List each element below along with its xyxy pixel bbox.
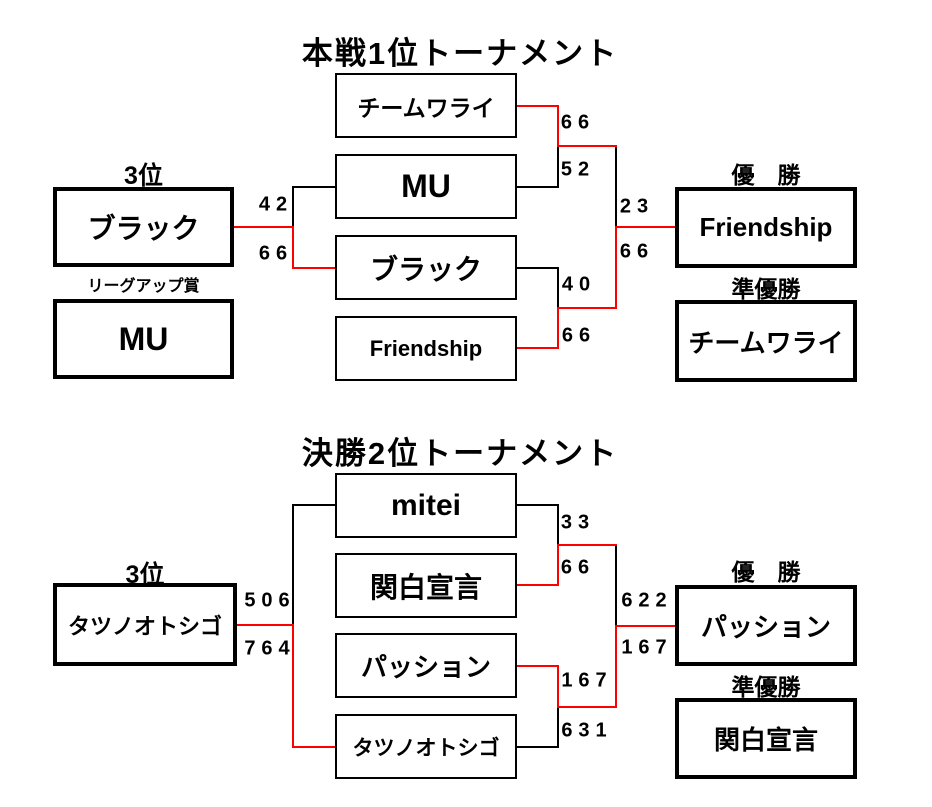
connector-segment [292, 186, 294, 228]
connector-segment [292, 504, 336, 506]
connector-segment [516, 584, 559, 586]
t2-team-box-2: 関白宣言 [335, 553, 517, 618]
t2-third-place-box: タツノオトシゴ [53, 583, 237, 666]
score-label: 52 [560, 158, 596, 181]
connector-segment [292, 504, 294, 626]
connector-segment [292, 267, 336, 269]
connector-segment [557, 665, 559, 708]
connector-segment [615, 544, 617, 627]
score-label: 40 [561, 273, 597, 296]
t2-team-box-1: mitei [335, 473, 517, 538]
t1-third-place-label: 3位 [124, 162, 163, 190]
t1-team-box-2: MU [335, 154, 517, 219]
connector-segment [292, 226, 294, 269]
connector-segment [557, 504, 559, 546]
t2-runnerup-box: 関白宣言 [675, 698, 857, 779]
score-label: 42 [258, 193, 294, 216]
connector-segment [615, 145, 617, 228]
connector-segment [615, 226, 617, 309]
score-label: 622 [621, 589, 673, 612]
t2-team-box-4: タツノオトシゴ [335, 714, 517, 779]
score-label: 66 [258, 242, 294, 265]
connector-segment [516, 105, 559, 107]
connector-segment [557, 544, 617, 546]
connector-segment [615, 625, 676, 627]
score-label: 167 [621, 636, 673, 659]
t1-leagueup-award-label: リーグアップ賞 [87, 278, 200, 295]
score-label: 33 [560, 511, 596, 534]
connector-segment [516, 665, 559, 667]
score-label: 66 [561, 324, 597, 347]
t1-champion-label: 優 勝 [731, 162, 801, 188]
t1-team-box-3: ブラック [335, 235, 517, 300]
score-label: 167 [561, 669, 613, 692]
connector-segment [557, 105, 559, 147]
score-label: 66 [560, 556, 596, 579]
connector-segment [557, 267, 559, 309]
connector-segment [557, 145, 617, 147]
connector-segment [557, 544, 559, 586]
score-label: 631 [561, 719, 613, 742]
t2-title: 決勝2位トーナメント [301, 436, 619, 471]
score-label: 23 [619, 195, 655, 218]
connector-segment [516, 186, 559, 188]
score-label: 506 [244, 589, 296, 612]
t2-champion-label: 優 勝 [731, 559, 801, 585]
score-label: 66 [560, 111, 596, 134]
connector-segment [516, 347, 559, 349]
connector-segment [516, 746, 559, 748]
t1-leagueup-award-box: MU [53, 299, 234, 379]
t1-third-place-box: ブラック [53, 187, 234, 267]
connector-segment [292, 186, 336, 188]
connector-segment [236, 624, 294, 626]
connector-segment [292, 624, 294, 748]
connector-segment [516, 267, 559, 269]
t2-champion-box: パッション [675, 585, 857, 666]
t1-runnerup-label: 準優勝 [731, 276, 801, 302]
connector-segment [292, 746, 336, 748]
connector-segment [557, 307, 559, 349]
connector-segment [615, 226, 676, 228]
t1-runnerup-box: チームワライ [675, 300, 857, 382]
connector-segment [557, 307, 617, 309]
connector-segment [233, 226, 294, 228]
t1-title: 本戦1位トーナメント [301, 36, 619, 71]
t2-team-box-3: パッション [335, 633, 517, 698]
t1-champion-box: Friendship [675, 187, 857, 268]
connector-segment [516, 504, 559, 506]
score-label: 66 [619, 240, 655, 263]
connector-segment [557, 706, 559, 748]
connector-segment [557, 706, 617, 708]
score-label: 764 [244, 637, 296, 660]
t2-runnerup-label: 準優勝 [731, 674, 801, 700]
connector-segment [615, 625, 617, 708]
t1-team-box-4: Friendship [335, 316, 517, 381]
t1-team-box-1: チームワライ [335, 73, 517, 138]
connector-segment [557, 145, 559, 188]
